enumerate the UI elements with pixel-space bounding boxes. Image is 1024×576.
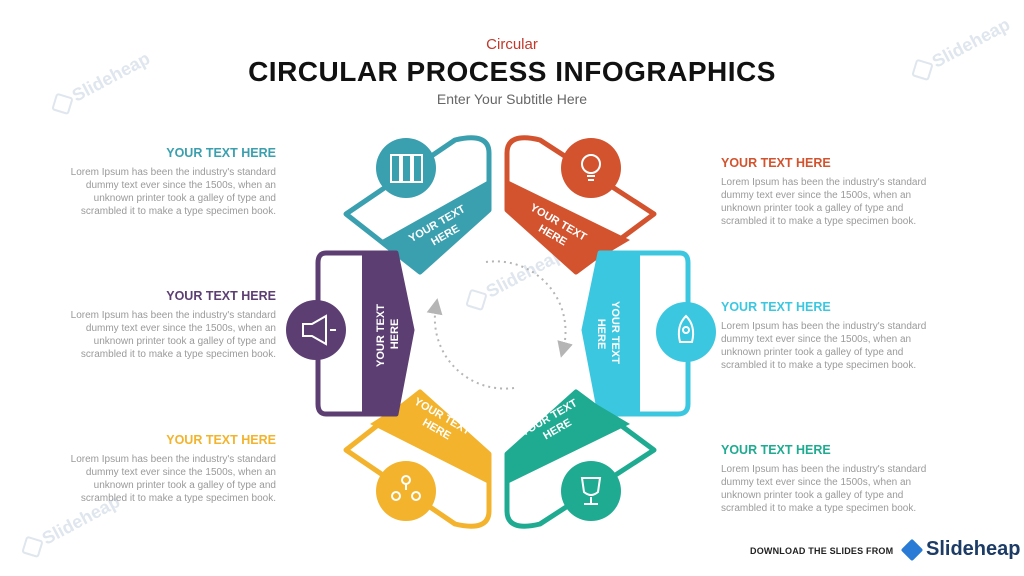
text-block-bottom-left: YOUR TEXT HERE Lorem Ipsum has been the … <box>46 433 276 505</box>
text-block-heading: YOUR TEXT HERE <box>166 433 276 447</box>
segment-1: YOUR TEXT HERE <box>343 135 492 275</box>
text-block-body: Lorem Ipsum has been the industry's stan… <box>70 454 276 504</box>
text-block-body: Lorem Ipsum has been the industry's stan… <box>721 321 927 371</box>
text-block-bottom-right: YOUR TEXT HERE Lorem Ipsum has been the … <box>721 443 951 515</box>
text-block-body: Lorem Ipsum has been the industry's stan… <box>721 177 927 227</box>
text-block-mid-right: YOUR TEXT HERE Lorem Ipsum has been the … <box>721 300 951 372</box>
page-title: CIRCULAR PROCESS INFOGRAPHICS <box>248 56 776 87</box>
text-block-heading: YOUR TEXT HERE <box>166 289 276 303</box>
text-block-body: Lorem Ipsum has been the industry's stan… <box>70 310 276 360</box>
text-block-mid-left: YOUR TEXT HERE Lorem Ipsum has been the … <box>46 289 276 361</box>
download-label: DOWNLOAD THE SLIDES FROM <box>750 546 894 556</box>
segment-6-label: YOUR TEXT <box>375 304 387 367</box>
slideheap-logo-icon <box>900 538 924 561</box>
page-subtitle: Enter Your Subtitle Here <box>436 91 588 107</box>
segment-4: YOUR TEXT HERE <box>504 389 657 529</box>
rocket-icon <box>677 314 695 343</box>
segment-3-label: HERE <box>595 319 607 350</box>
text-block-body: Lorem Ipsum has been the industry's stan… <box>721 464 927 514</box>
text-block-heading: YOUR TEXT HERE <box>166 146 276 160</box>
text-block-heading: YOUR TEXT HERE <box>721 300 831 314</box>
svg-text:YOUR TEXT HERE: YOUR TEXT HERE <box>375 301 401 367</box>
segment-6-label: HERE <box>389 319 401 350</box>
cycle-arrow-left <box>426 298 515 390</box>
server-icon <box>390 154 423 183</box>
footer-brand-text: Slideheap <box>926 538 1021 560</box>
team-icon <box>391 475 421 501</box>
trophy-icon <box>580 477 602 505</box>
text-block-heading: YOUR TEXT HERE <box>721 443 831 457</box>
category-label: Circular <box>486 36 538 53</box>
svg-text:YOUR TEXT HERE: YOUR TEXT HERE <box>595 301 621 367</box>
text-block-heading: YOUR TEXT HERE <box>721 156 831 170</box>
lightbulb-icon <box>581 154 601 181</box>
text-block-top-left: YOUR TEXT HERE Lorem Ipsum has been the … <box>46 146 276 218</box>
segment-3: YOUR TEXT HERE <box>581 250 716 417</box>
text-block-body: Lorem Ipsum has been the industry's stan… <box>70 167 276 217</box>
cycle-arrow-right <box>485 260 573 358</box>
text-block-top-right: YOUR TEXT HERE Lorem Ipsum has been the … <box>721 156 951 228</box>
footer-brand[interactable]: Slideheap <box>900 538 1021 561</box>
segment-5: YOUR TEXT HERE <box>343 389 492 529</box>
segment-6: YOUR TEXT HERE <box>286 250 415 417</box>
megaphone-icon <box>302 314 336 346</box>
segment-3-label: YOUR TEXT <box>609 301 621 364</box>
